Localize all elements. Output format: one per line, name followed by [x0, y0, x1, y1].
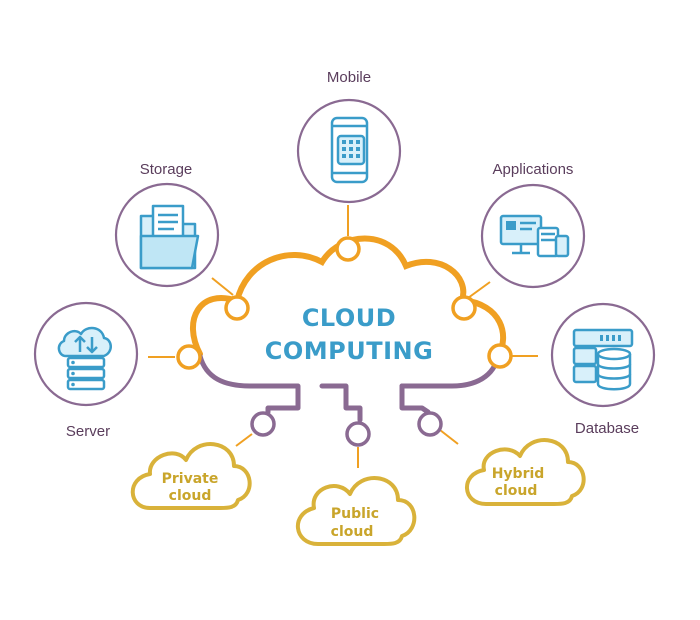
connector-public: [345, 421, 371, 447]
public-cloud-line-2: cloud: [331, 524, 374, 540]
spoke-hybrid: [439, 429, 459, 445]
hybrid-cloud-line-2: cloud: [495, 483, 538, 499]
connector-applications: [451, 295, 477, 321]
public-cloud-shape: [295, 476, 417, 546]
stem-middle: [319, 383, 363, 423]
spoke-lines: [148, 205, 538, 468]
connector-database: [487, 343, 513, 369]
spoke-storage: [211, 277, 234, 296]
connector-server: [176, 344, 202, 370]
connector-private: [250, 411, 276, 437]
title-line-2: COMPUTING: [265, 337, 434, 365]
orange-connectors: [176, 236, 513, 370]
title-line-1: CLOUD: [302, 304, 396, 332]
private-cloud-shape: [130, 442, 252, 510]
stem-right: [399, 383, 431, 415]
connector-hybrid: [417, 411, 443, 437]
spoke-private: [235, 433, 253, 447]
stem-left: [197, 353, 301, 415]
database-icon: [572, 328, 634, 391]
connector-mobile: [335, 236, 361, 262]
database-label: Database: [575, 420, 639, 437]
node-database: Database: [550, 302, 656, 437]
hybrid-cloud: Hybrid cloud: [465, 438, 586, 506]
spoke-applications: [467, 281, 491, 299]
applications-label: Applications: [493, 161, 574, 178]
private-cloud: Private cloud: [130, 442, 252, 510]
private-cloud-line-2: cloud: [169, 488, 212, 504]
private-cloud-line-1: Private: [162, 471, 219, 487]
central-cloud-bottom: [197, 353, 501, 423]
node-applications: Applications: [480, 161, 586, 289]
devices-icon: [499, 214, 570, 258]
storage-label: Storage: [140, 161, 193, 178]
cloud-server-icon: [57, 326, 112, 391]
mobile-label: Mobile: [327, 69, 371, 86]
folder-files-icon: [139, 204, 200, 270]
node-mobile: Mobile: [296, 69, 402, 204]
public-cloud: Public cloud: [295, 476, 417, 546]
public-cloud-line-1: Public: [331, 506, 379, 522]
purple-connectors: [250, 411, 443, 447]
hybrid-cloud-line-1: Hybrid: [492, 466, 545, 482]
connector-storage: [224, 295, 250, 321]
node-storage: Storage: [114, 161, 220, 288]
hybrid-cloud-shape: [465, 438, 586, 506]
node-server: Server: [33, 301, 139, 440]
server-label: Server: [66, 423, 110, 440]
mobile-phone-icon: [330, 116, 369, 184]
